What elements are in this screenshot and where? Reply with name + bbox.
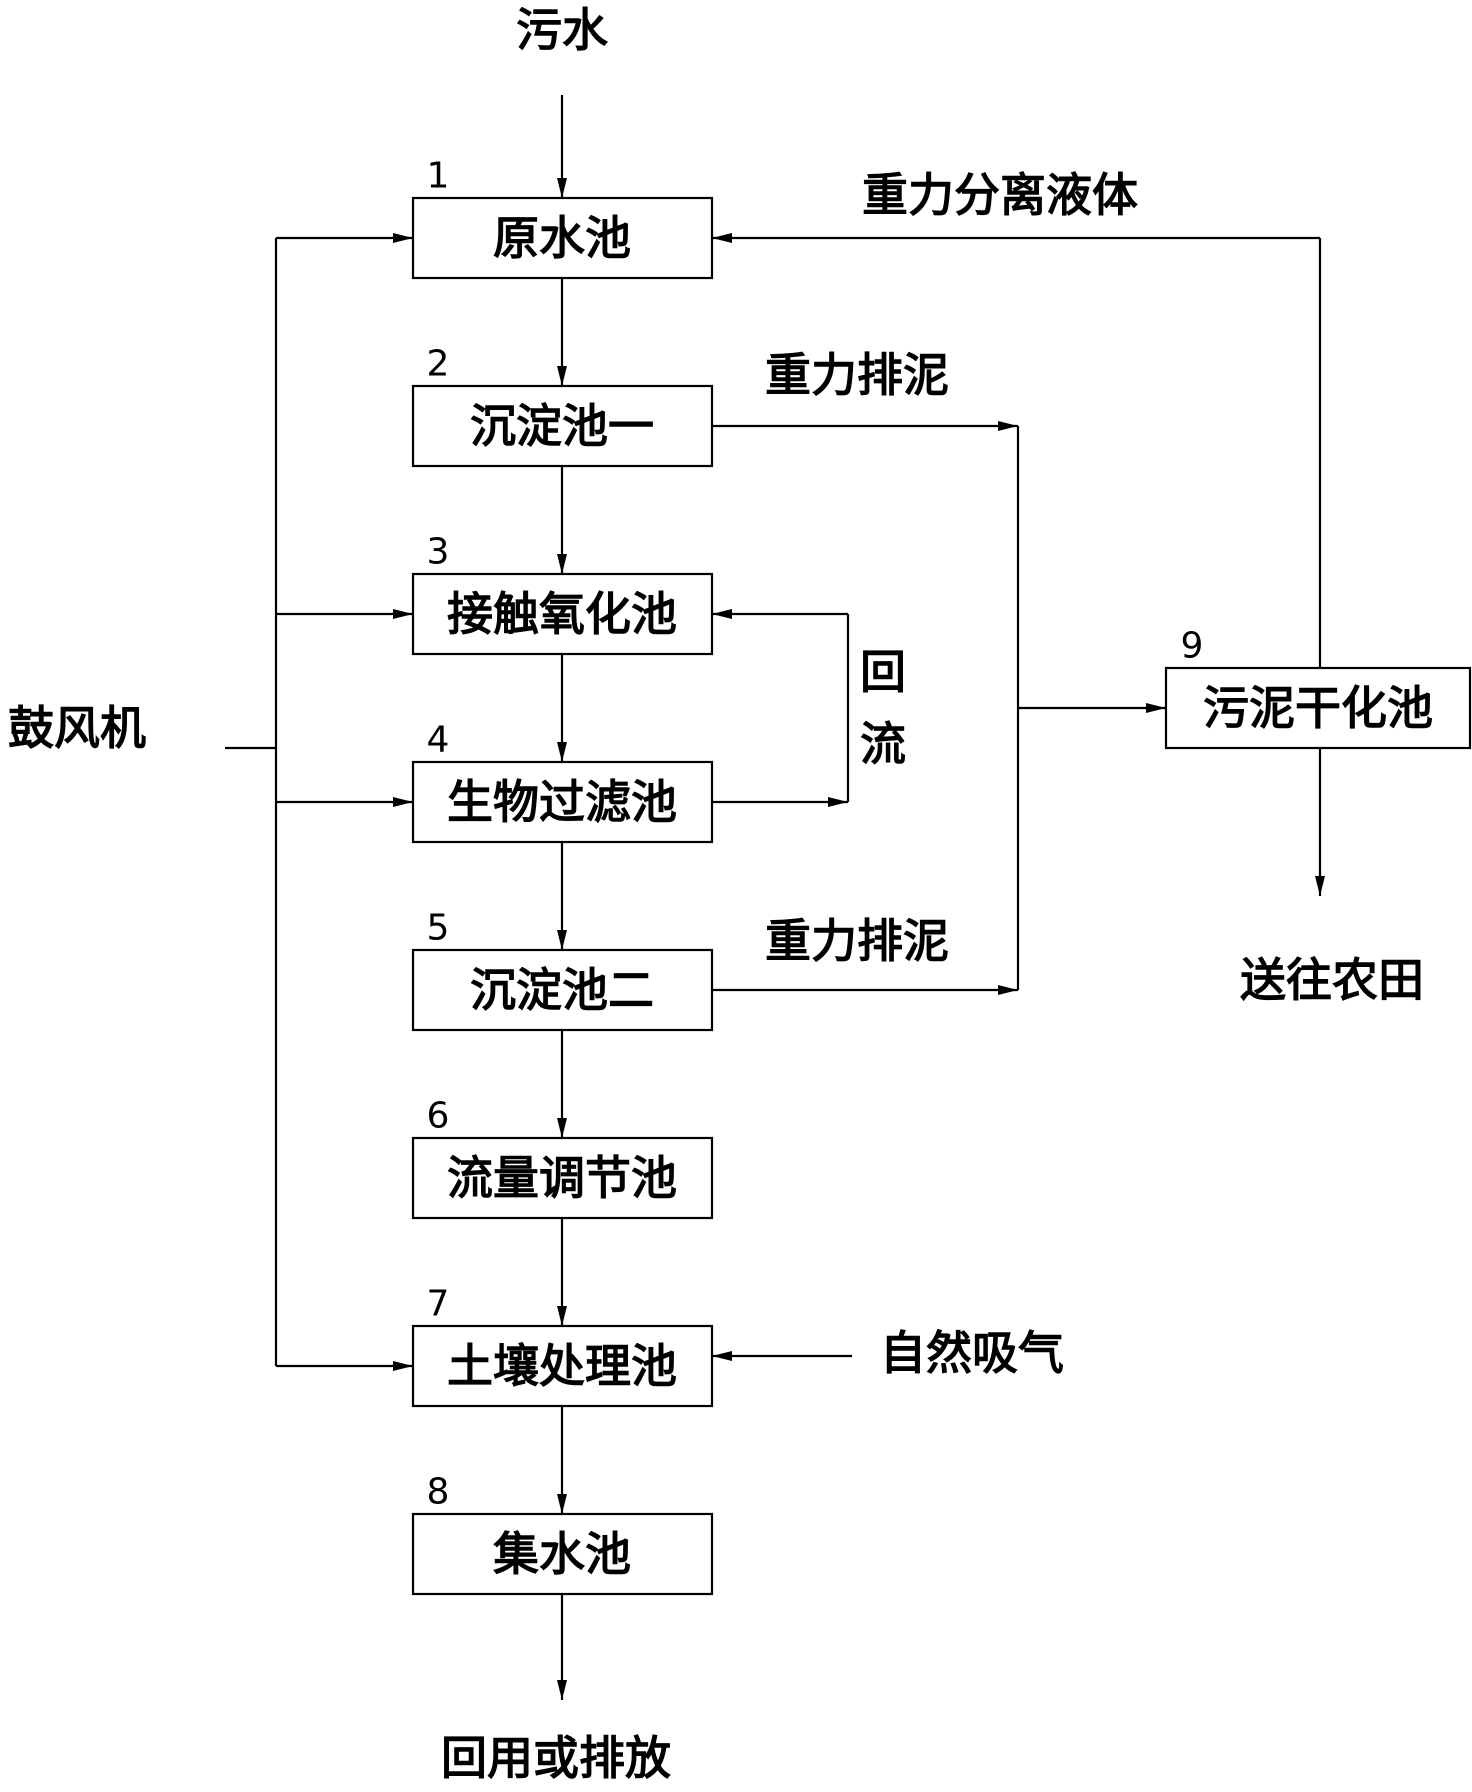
box-sedimentation-tank-1: 2 沉淀池一 [411,344,714,468]
to-farmland-label: 送往农田 [1240,953,1424,1007]
gravity-separated-liquid-label: 重力分离液体 [862,168,1138,222]
box-number: 2 [427,344,450,385]
box-label: 沉淀池一 [470,399,654,453]
reflux-label-bottom: 流 [860,717,906,771]
box-label: 污泥干化池 [1203,681,1433,735]
natural-air-intake-label: 自然吸气 [880,1326,1064,1380]
box-number: 5 [427,908,450,949]
box-soil-treatment-tank: 7 土壤处理池 [411,1284,714,1408]
box-number: 8 [427,1472,450,1513]
box-contact-oxidation-tank: 3 接触氧化池 [411,532,714,656]
gravity-sludge-label-1: 重力排泥 [765,348,949,402]
box-water-collection-tank: 8 集水池 [411,1472,714,1596]
box-number: 9 [1181,626,1204,667]
box-label: 土壤处理池 [447,1339,677,1393]
box-number: 6 [427,1096,450,1137]
box-label: 集水池 [492,1527,631,1581]
box-number: 4 [427,720,450,761]
blower-label: 鼓风机 [8,701,146,755]
box-sludge-drying-bed: 9 污泥干化池 [1164,626,1472,750]
box-number: 7 [427,1284,450,1325]
box-raw-water-tank: 1 原水池 [411,156,714,280]
reflux-label-top: 回 [860,645,906,699]
connectors [225,95,1325,1700]
box-number: 3 [427,532,450,573]
box-label: 沉淀池二 [470,963,654,1017]
gravity-sludge-label-2: 重力排泥 [765,914,949,968]
box-label: 流量调节池 [447,1151,677,1205]
box-label: 生物过滤池 [447,775,677,829]
box-flow-equalization-tank: 6 流量调节池 [411,1096,714,1220]
outlet-label: 回用或排放 [441,1731,671,1785]
box-label: 接触氧化池 [447,587,677,641]
box-bio-filter-tank: 4 生物过滤池 [411,720,714,844]
box-number: 1 [427,156,450,197]
box-label: 原水池 [493,211,631,265]
inlet-label: 污水 [516,3,609,57]
box-sedimentation-tank-2: 5 沉淀池二 [411,908,714,1032]
